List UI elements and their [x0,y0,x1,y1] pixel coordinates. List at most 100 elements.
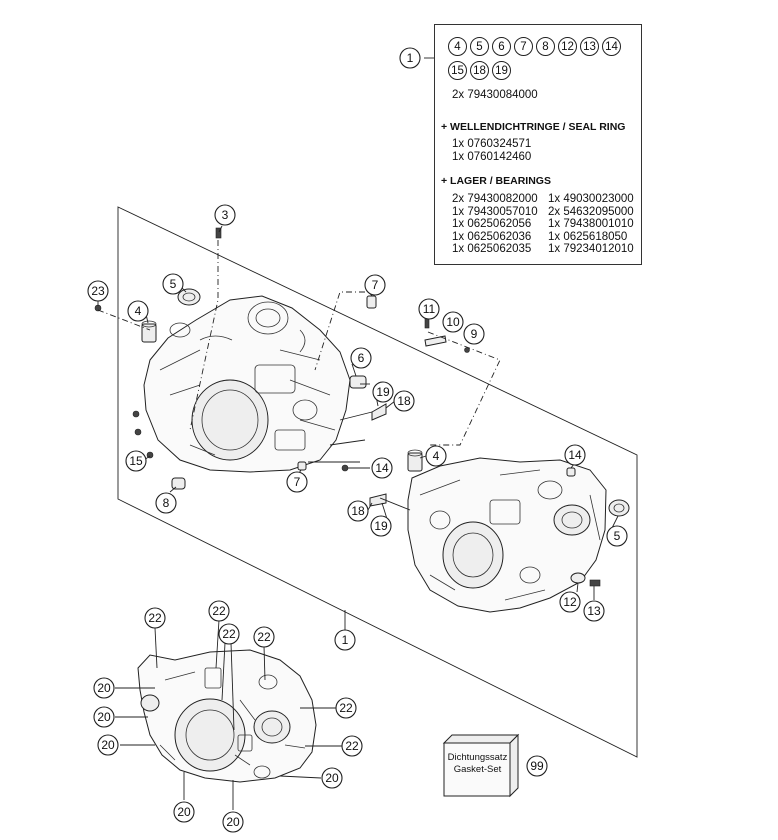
callout-3: 3 [214,204,236,226]
bearing-item: 1x 79438001010 [548,218,634,231]
bearing-item: 1x 79234012010 [548,243,634,256]
svg-text:1: 1 [342,633,349,647]
callout-19-bottom: 19 [370,515,392,537]
svg-text:9: 9 [471,327,478,341]
svg-text:22: 22 [212,604,226,618]
left-crankcase-half [143,295,351,473]
chip: 18 [470,61,489,80]
callout-20-a: 20 [93,677,115,699]
assembled-crankcase [137,649,317,783]
callout-15: 15 [125,450,147,472]
seal-item: 1x 0760324571 [452,138,532,150]
svg-text:10: 10 [446,315,460,329]
small-parts [94,227,630,587]
callout-7-top: 7 [364,274,386,296]
bearing-item: 1x 0625062035 [452,243,532,256]
svg-text:6: 6 [358,351,365,365]
kit-part-number: 2x 79430084000 [452,89,538,101]
svg-text:18: 18 [397,394,411,408]
callout-6: 6 [350,347,372,369]
callout-99: 99 [526,755,548,777]
svg-text:18: 18 [351,504,365,518]
callout-13: 13 [583,600,605,622]
bearing-item: 2x 79430082000 [452,193,538,205]
svg-text:22: 22 [148,611,162,625]
callout-4-left: 4 [127,300,149,322]
callout-11: 11 [418,298,440,320]
chip: 7 [514,37,533,56]
callout-22-b: 22 [208,600,230,622]
callout-14-right: 14 [564,444,586,466]
svg-text:14: 14 [375,461,389,475]
chip: 6 [492,37,511,56]
callout-9: 9 [463,323,485,345]
bearings-list: 2x 79430082000 1x 49030023000 1x 7943005… [452,193,644,256]
callout-22-a: 22 [144,607,166,629]
assembly-lines [97,240,501,511]
svg-text:15: 15 [129,454,143,468]
included-parts-row-2: 15 18 19 [448,61,511,80]
bearing-item: 1x 79430057010 [452,205,538,218]
svg-text:20: 20 [226,815,240,829]
callout-10: 10 [442,311,464,333]
bearing-item: 1x 0625062056 [452,218,532,231]
chip: 14 [602,37,621,56]
callout-20-d: 20 [173,801,195,823]
svg-text:5: 5 [170,277,177,291]
callout-22-d: 22 [253,626,275,648]
callout-22-f: 22 [341,735,363,757]
svg-text:22: 22 [345,739,359,753]
svg-text:22: 22 [339,701,353,715]
callout-22-c: 22 [218,623,240,645]
callout-8: 8 [155,492,177,514]
callout-1-main: 1 [334,629,356,651]
callout-23: 23 [87,280,109,302]
svg-text:14: 14 [568,448,582,462]
callout-20-c: 20 [97,734,119,756]
svg-text:13: 13 [587,604,601,618]
included-parts-row-1: 4 5 6 7 8 12 13 14 [448,37,621,56]
bearing-item: 2x 54632095000 [548,205,634,218]
svg-text:20: 20 [97,681,111,695]
callout-18-bottom: 18 [347,500,369,522]
gasket-set-label: Dichtungssatz Gasket-Set [444,752,511,776]
svg-text:99: 99 [530,759,544,773]
bearing-item: 1x 49030023000 [548,193,634,205]
bearing-item: 1x 0625618050 [548,230,628,243]
chip: 12 [558,37,577,56]
svg-text:11: 11 [423,302,436,316]
svg-text:4: 4 [433,449,440,463]
callout-20-f: 20 [321,767,343,789]
callout-14-mid: 14 [371,457,393,479]
callout-19-top: 19 [372,381,394,403]
svg-text:23: 23 [91,284,105,298]
gasket-set-box [442,733,520,798]
right-crankcase-half [407,457,607,613]
chip: 4 [448,37,467,56]
svg-text:7: 7 [294,475,301,489]
svg-text:20: 20 [101,738,115,752]
chip: 8 [536,37,555,56]
callout-20-e: 20 [222,811,244,833]
callout-5-left: 5 [162,273,184,295]
callout-12: 12 [559,591,581,613]
svg-text:19: 19 [376,385,390,399]
bearing-item: 1x 0625062036 [452,230,532,243]
svg-text:22: 22 [257,630,271,644]
seal-item: 1x 0760142460 [452,151,532,163]
svg-text:4: 4 [135,304,142,318]
chip: 5 [470,37,489,56]
callout-7-bottom: 7 [286,471,308,493]
svg-text:20: 20 [97,710,111,724]
chip: 19 [492,61,511,80]
callout-20-b: 20 [93,706,115,728]
gasket-set-line-1: Dichtungssatz [447,752,508,763]
svg-text:7: 7 [372,278,379,292]
svg-text:5: 5 [614,529,621,543]
svg-text:1: 1 [407,51,414,65]
chip: 13 [580,37,599,56]
parts-info-box: 4 5 6 7 8 12 13 14 15 18 19 2x 794300840… [434,24,642,265]
svg-text:8: 8 [163,496,170,510]
callout-18-top: 18 [393,390,415,412]
